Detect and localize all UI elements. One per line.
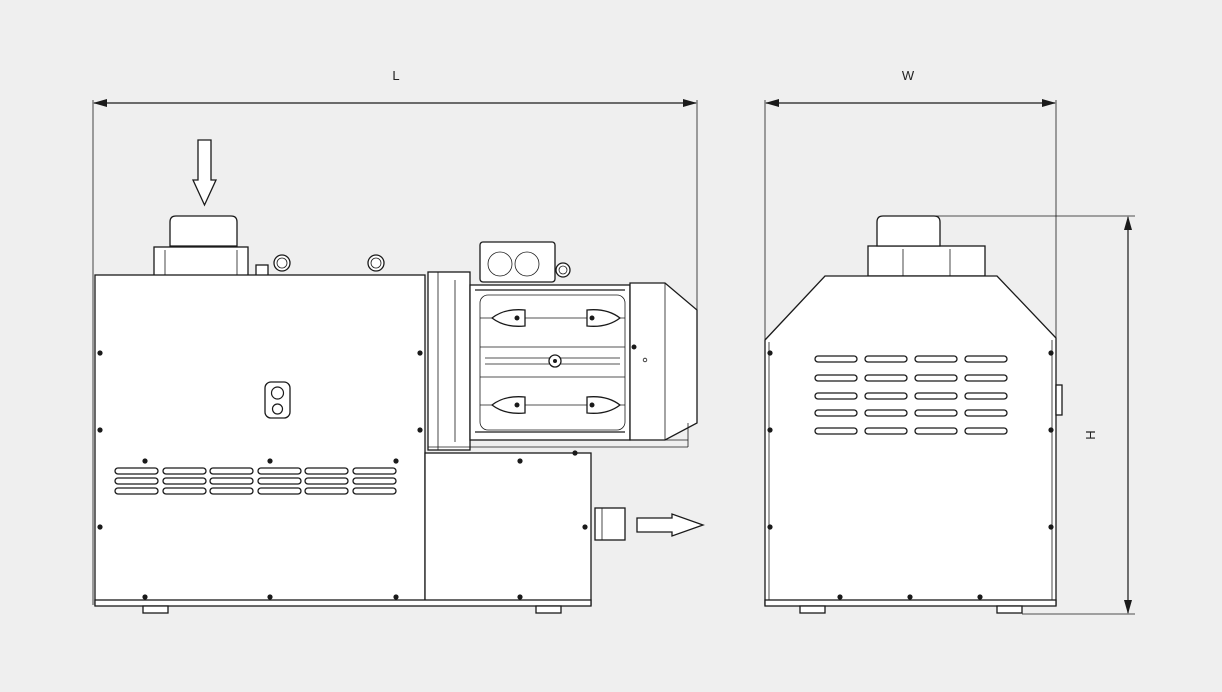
width-dimension: W [764,68,1057,340]
height-label: H [1083,430,1098,439]
vent-slot [352,477,397,485]
bolt-icon [417,350,423,356]
width-label: W [902,68,915,83]
outlet-arrow-icon [636,513,705,537]
bolt-icon [142,458,148,464]
bolt-icon [517,458,523,464]
vent-slot [304,487,349,495]
pump-front-view [764,215,1063,614]
vent-slot [814,374,858,382]
bolt-icon [767,427,773,433]
bolt-icon [517,594,523,600]
bolt-icon [142,594,148,600]
vent-slot [864,409,908,417]
vent-slot [162,477,207,485]
bolt-icon [97,524,103,530]
vent-slot [914,392,958,400]
side-panel-bolts [97,350,588,600]
front-vent-grille [814,355,1008,435]
vent-slot [814,355,858,363]
vent-slot [914,427,958,435]
bolt-icon [767,350,773,356]
vent-slot [914,355,958,363]
side-vent-grille [114,467,397,495]
vent-slot [864,374,908,382]
bolt-icon [582,524,588,530]
vent-slot [257,467,302,475]
bolt-icon [417,427,423,433]
bolt-icon [393,594,399,600]
vent-slot [114,487,159,495]
bolt-icon [907,594,913,600]
vent-slot [114,477,159,485]
vent-slot [114,467,159,475]
inlet-arrow-icon [191,139,218,207]
bolt-icon [1048,427,1054,433]
vent-slot [162,467,207,475]
length-dimension: L [92,68,698,605]
vent-slot [162,487,207,495]
bolt-icon [1048,524,1054,530]
vent-slot [304,477,349,485]
vent-slot [814,427,858,435]
bolt-icon [267,594,273,600]
vent-slot [209,477,254,485]
vent-slot [964,427,1008,435]
vent-slot [209,487,254,495]
bolt-icon [97,427,103,433]
bolt-icon [767,524,773,530]
vent-slot [257,477,302,485]
vent-slot [257,487,302,495]
vent-slot [964,355,1008,363]
vent-slot [209,467,254,475]
bolt-icon [393,458,399,464]
length-label: L [392,68,399,83]
height-dimension: H [930,215,1135,615]
vent-slot [814,409,858,417]
bolt-icon [1048,350,1054,356]
vent-slot [864,392,908,400]
vent-slot [914,409,958,417]
vent-slot [864,427,908,435]
vent-slot [964,409,1008,417]
vent-slot [914,374,958,382]
vent-slot [304,467,349,475]
bolt-icon [837,594,843,600]
vent-slot [964,374,1008,382]
vent-slot [352,467,397,475]
vent-slot [864,355,908,363]
vent-slot [814,392,858,400]
bolt-icon [977,594,983,600]
bolt-icon [572,450,578,456]
vent-slot [964,392,1008,400]
front-panel-bolts [767,350,1054,600]
pump-side-view [94,215,698,614]
bolt-icon [97,350,103,356]
vent-slot [352,487,397,495]
bolt-icon [267,458,273,464]
